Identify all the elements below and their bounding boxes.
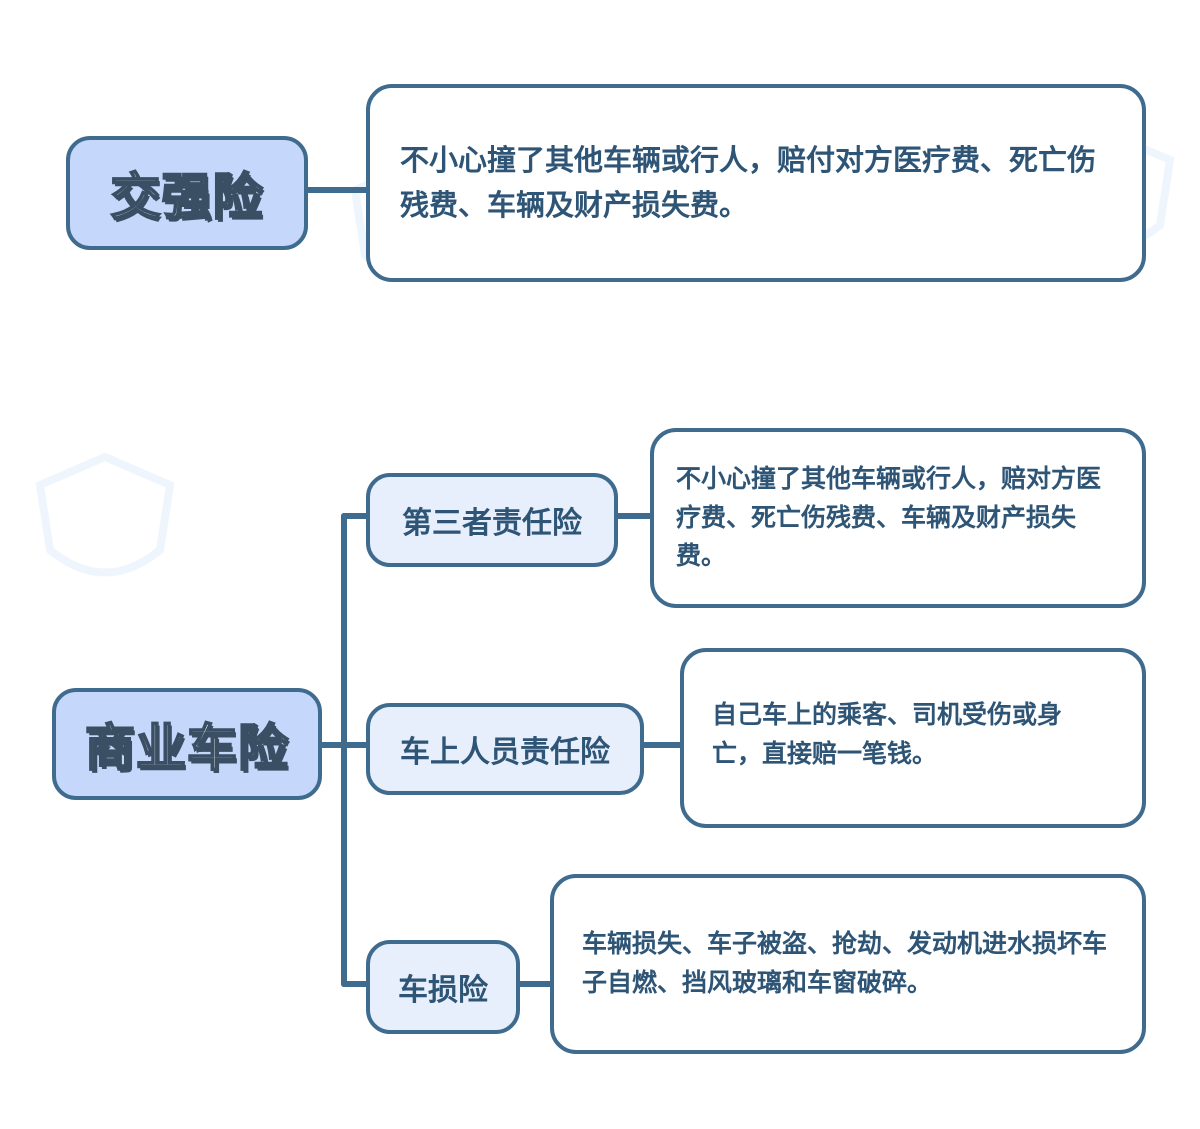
third-party-liability-node: 第三者责任险 [366, 473, 618, 567]
vehicle-damage-title: 车损险 [398, 973, 488, 1008]
commercial-insurance-title: 商业车险 [84, 718, 289, 778]
vehicle-damage-node: 车损险 [366, 940, 520, 1034]
passenger-liability-description-box: 自己车上的乘客、司机受伤或身亡，直接赔一笔钱。 [680, 648, 1146, 828]
compulsory-insurance-node: 交强险 [66, 136, 308, 250]
compulsory-insurance-description-box: 不小心撞了其他车辆或行人，赔付对方医疗费、死亡伤残费、车辆及财产损失费。 [366, 84, 1146, 282]
vehicle-damage-description: 车辆损失、车子被盗、抢劫、发动机进水损坏车子自燃、挡风玻璃和车窗破碎。 [582, 929, 1108, 997]
third-party-liability-description: 不小心撞了其他车辆或行人，赔对方医疗费、死亡伤残费、车辆及财产损失费。 [676, 463, 1102, 571]
passenger-liability-title: 车上人员责任险 [400, 735, 610, 770]
compulsory-insurance-description: 不小心撞了其他车辆或行人，赔付对方医疗费、死亡伤残费、车辆及财产损失费。 [400, 143, 1097, 222]
commercial-insurance-node: 商业车险 [52, 688, 322, 800]
compulsory-insurance-title: 交强险 [110, 167, 264, 227]
vehicle-damage-description-box: 车辆损失、车子被盗、抢劫、发动机进水损坏车子自燃、挡风玻璃和车窗破碎。 [550, 874, 1146, 1054]
passenger-liability-node: 车上人员责任险 [366, 703, 644, 795]
passenger-liability-description: 自己车上的乘客、司机受伤或身亡，直接赔一笔钱。 [712, 700, 1063, 768]
third-party-liability-title: 第三者责任险 [402, 506, 582, 541]
third-party-liability-description-box: 不小心撞了其他车辆或行人，赔对方医疗费、死亡伤残费、车辆及财产损失费。 [650, 428, 1146, 608]
